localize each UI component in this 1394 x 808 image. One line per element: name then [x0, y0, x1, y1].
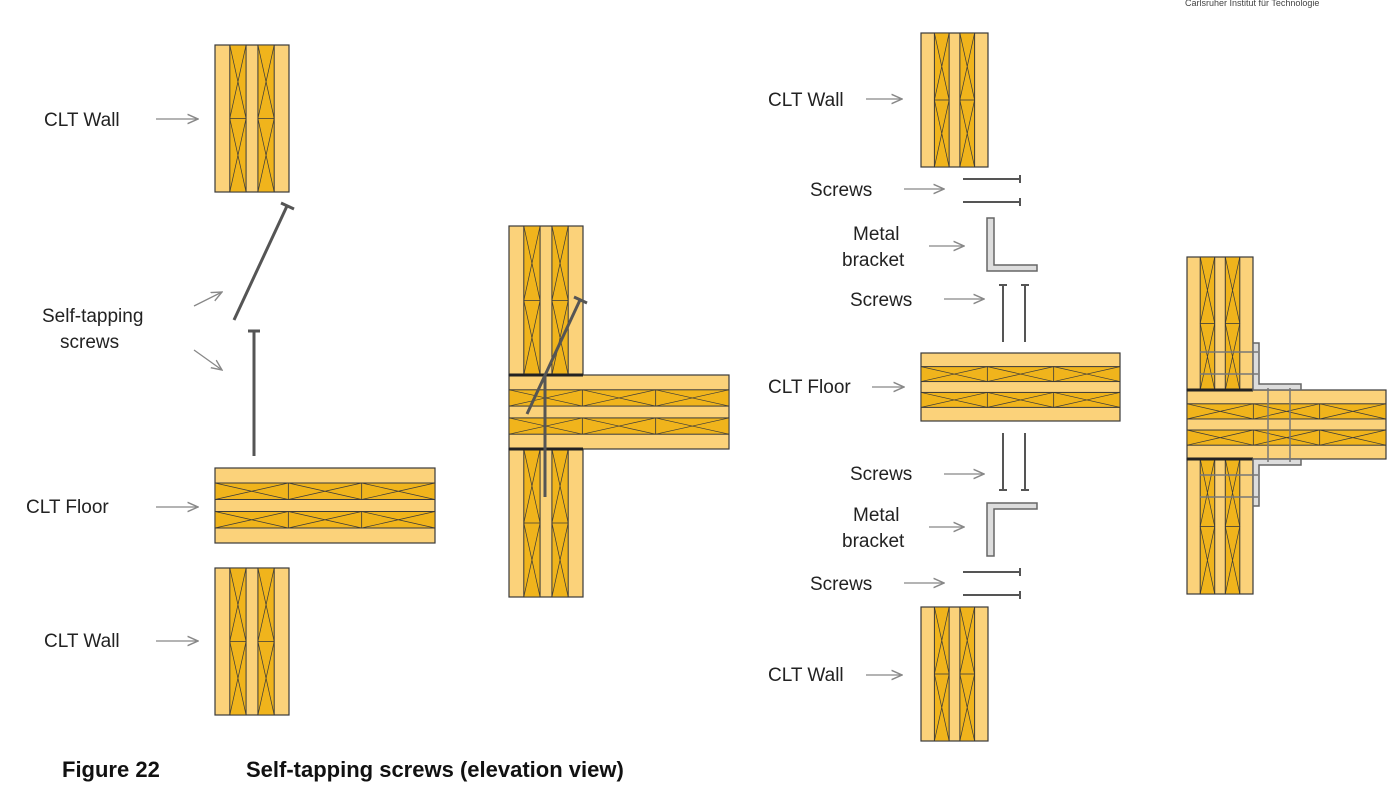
panel-body [920, 352, 1121, 422]
grain-lines [214, 511, 289, 529]
exploded-self-tapping: CLT Wall Self-tapping screws CLT Floor C… [26, 44, 436, 716]
label-clt-wall-top: CLT Wall [44, 110, 120, 131]
assembled-metal-bracket [1186, 256, 1387, 595]
grain-lines [582, 417, 656, 435]
metal-bracket-top [986, 217, 1038, 272]
inclined-screw-head [573, 295, 588, 305]
grain-lines [1053, 366, 1121, 382]
grain-lines [1186, 429, 1254, 446]
grain-lines [551, 225, 569, 376]
grain-lines [1253, 403, 1320, 420]
label-bracket-1: bracket [842, 250, 905, 271]
assembled-floor-panel [508, 374, 730, 450]
exploded-metal-bracket: CLT Wall Screws Metal bracket Screws CLT… [768, 32, 1121, 742]
grain-lines [288, 482, 362, 500]
grain-lines [257, 44, 275, 193]
label-clt-wall-bottom: CLT Wall [768, 665, 844, 686]
inclined-screw [232, 205, 289, 321]
panel-body [508, 374, 730, 450]
grain-lines [214, 482, 289, 500]
label-self-tapping-1: Self-tapping [42, 306, 143, 327]
grain-lines [229, 44, 247, 193]
grain-lines [1186, 403, 1254, 420]
label-screws-1: Screws [810, 180, 872, 201]
grain-lines [1319, 403, 1387, 420]
label-screws-3: Screws [850, 464, 912, 485]
clt-floor-panel [214, 467, 436, 544]
grain-lines [257, 567, 275, 716]
bracket-floor-panel [920, 352, 1121, 422]
grain-lines [361, 482, 436, 500]
grain-lines [361, 511, 436, 529]
arrow-icon [193, 349, 222, 370]
label-metal-2: Metal [853, 505, 899, 526]
assembled-bracket-wall-top-panel [1186, 256, 1254, 391]
label-bracket-2: bracket [842, 531, 905, 552]
clt-wall-bottom-panel [214, 567, 290, 716]
bracket-wall-top-panel [920, 32, 989, 168]
panel-body [1186, 256, 1254, 391]
panel-body [214, 467, 436, 544]
clt-wall-top-panel [214, 44, 290, 193]
assembled-bracket-floor-panel [1186, 389, 1387, 460]
label-clt-floor: CLT Floor [768, 377, 851, 398]
grain-lines [288, 511, 362, 529]
metal-bracket-assembled-bottom [1252, 458, 1302, 507]
grain-lines [229, 567, 247, 716]
metal-bracket-assembled-top [1252, 342, 1302, 391]
assembled-wall-top-panel [508, 225, 584, 376]
grain-lines [987, 366, 1054, 382]
grain-lines [655, 417, 730, 435]
inclined-screw [525, 299, 582, 415]
inclined-screw-head [280, 201, 295, 211]
assembled-bracket-wall-bottom-panel [1186, 458, 1254, 595]
grain-lines [1319, 429, 1387, 446]
label-clt-wall-bottom: CLT Wall [44, 631, 120, 652]
grain-lines [934, 32, 950, 168]
panel-body [214, 567, 290, 716]
grain-lines [523, 448, 541, 598]
grain-lines [1224, 256, 1241, 391]
grain-lines [920, 366, 988, 382]
label-clt-wall-top: CLT Wall [768, 90, 844, 111]
panel-body [920, 606, 989, 742]
panel-body [508, 225, 584, 376]
metal-bracket-bottom [986, 502, 1038, 557]
grain-lines [1253, 429, 1320, 446]
grain-lines [1224, 458, 1241, 595]
grain-lines [1199, 256, 1216, 391]
grain-lines [959, 606, 975, 742]
grain-lines [582, 389, 656, 407]
arrow-icon [193, 292, 222, 307]
bracket-wall-bottom-panel [920, 606, 989, 742]
panel-body [1186, 389, 1387, 460]
grain-lines [523, 225, 541, 376]
grain-lines [551, 448, 569, 598]
label-self-tapping-2: screws [60, 332, 119, 353]
grain-lines [655, 389, 730, 407]
label-metal-1: Metal [853, 224, 899, 245]
panel-body [920, 32, 989, 168]
institution-label: Carlsruher Institut für Technologie [1185, 0, 1319, 8]
label-screws-2: Screws [850, 290, 912, 311]
panel-body [214, 44, 290, 193]
assembled-self-tapping [508, 225, 730, 598]
grain-lines [934, 606, 950, 742]
grain-lines [920, 392, 988, 408]
figure-number: Figure 22 [62, 757, 160, 782]
grain-lines [1053, 392, 1121, 408]
grain-lines [1199, 458, 1216, 595]
label-clt-floor: CLT Floor [26, 497, 109, 518]
panel-body [1186, 458, 1254, 595]
label-screws-4: Screws [810, 574, 872, 595]
grain-lines [959, 32, 975, 168]
figure-caption: Self-tapping screws (elevation view) [246, 757, 624, 782]
grain-lines [987, 392, 1054, 408]
